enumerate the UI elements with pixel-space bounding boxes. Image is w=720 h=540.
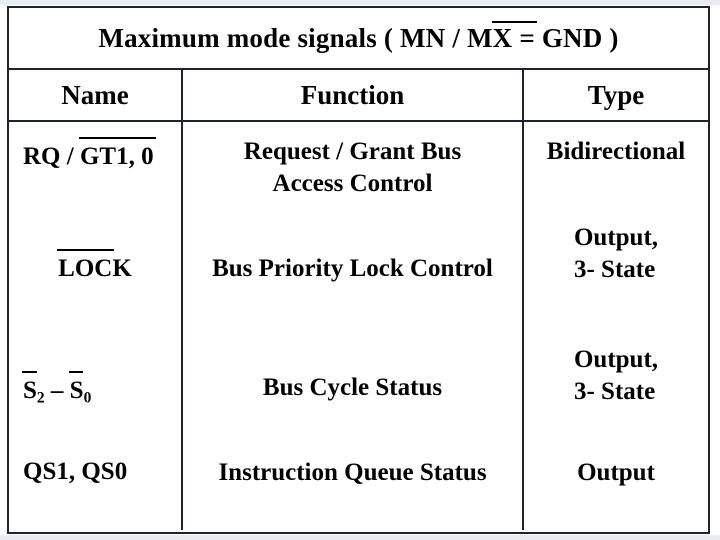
function-line: Bus Cycle Status <box>262 374 443 401</box>
column-name: RQ / GT1, 0 LOCK S2 – S0 QS1, QS0 <box>9 122 181 530</box>
signal-name-lock: LOCK <box>9 249 181 285</box>
s2-overlined: S2 <box>22 370 45 408</box>
title-prefix: Maximum mode signals ( MN / M <box>98 23 493 53</box>
s0-overlined: S0 <box>68 370 92 408</box>
type-qs1-qs0: Output <box>524 457 708 489</box>
s2-subscript: 2 <box>36 389 45 407</box>
table-title-row: Maximum mode signals ( MN / MX = GND ) <box>9 8 708 70</box>
function-line: Instruction Queue Status <box>218 459 487 486</box>
s0-subscript: 0 <box>83 389 92 407</box>
table-body: RQ / GT1, 0 LOCK S2 – S0 QS1, QS0 Reques… <box>9 122 708 530</box>
type-line: Output <box>577 459 655 486</box>
column-type: Bidirectional Output, 3- State Output, 3… <box>524 122 708 530</box>
function-lock: Bus Priority Lock Control <box>183 253 522 285</box>
type-s2-s0: Output, 3- State <box>524 344 708 408</box>
function-rq-gt: Request / Grant Bus Access Control <box>183 136 522 200</box>
top-edge-strip <box>0 0 720 5</box>
type-lock: Output, 3- State <box>524 222 708 286</box>
lock-suffix: K <box>112 255 132 282</box>
column-header-name: Name <box>61 79 129 110</box>
rq-prefix: RQ / <box>23 143 80 170</box>
function-s2-s0: Bus Cycle Status <box>183 372 522 404</box>
table-title: Maximum mode signals ( MN / MX = GND ) <box>98 21 619 53</box>
column-header-function: Function <box>181 70 524 120</box>
function-line: Bus Priority Lock Control <box>212 255 493 282</box>
title-overlined-mx: X = <box>491 21 538 53</box>
function-qs1-qs0: Instruction Queue Status <box>183 457 522 489</box>
maximum-mode-signals-table: Maximum mode signals ( MN / MX = GND ) N… <box>7 6 710 534</box>
signal-name-s2-s0: S2 – S0 <box>9 370 195 408</box>
s-range-separator: – <box>44 377 70 404</box>
bottom-edge-strip <box>0 535 720 540</box>
function-line: Access Control <box>272 170 433 197</box>
column-header-type: Type <box>587 79 645 110</box>
s2-letter: S <box>23 377 37 404</box>
type-line: 3- State <box>573 378 656 405</box>
signal-name-rq-gt: RQ / GT1, 0 <box>9 137 195 173</box>
table-header-row: Name Function Type <box>9 70 708 122</box>
type-line: Bidirectional <box>546 138 686 165</box>
lock-overlined: LOC <box>57 249 115 285</box>
column-function: Request / Grant Bus Access Control Bus P… <box>181 122 524 530</box>
title-suffix: GND ) <box>534 23 619 53</box>
type-line: 3- State <box>573 256 656 283</box>
type-line: Output, <box>573 346 659 373</box>
s0-letter: S <box>69 377 84 404</box>
signal-name-qs1-qs0: QS1, QS0 <box>23 458 128 485</box>
function-line: Request / Grant Bus <box>243 138 462 165</box>
type-rq-gt: Bidirectional <box>524 136 708 168</box>
type-line: Output, <box>573 224 659 251</box>
gt10-overlined: GT1, 0 <box>78 137 156 173</box>
